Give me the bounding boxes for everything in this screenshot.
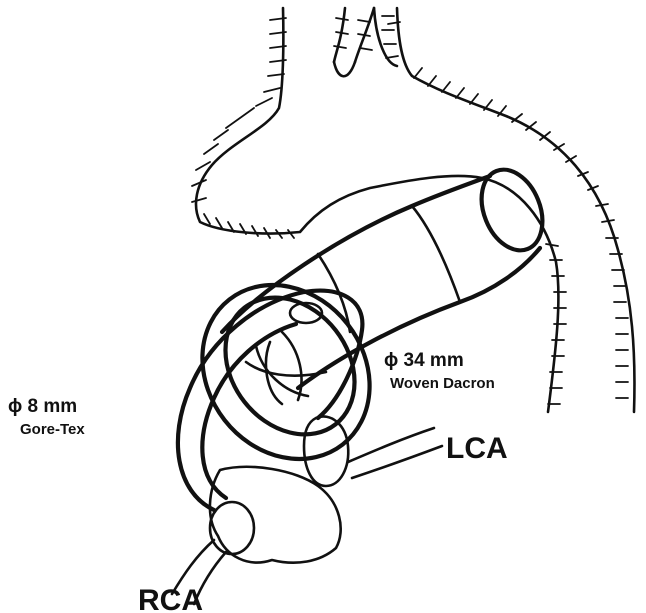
graft-large-material-label: Woven Dacron bbox=[390, 375, 495, 392]
lca-label: LCA bbox=[446, 432, 508, 465]
gore-tex-graft-loop bbox=[178, 291, 363, 510]
graft-small-size-label: ϕ 8 mm bbox=[8, 396, 77, 417]
rca-label: RCA bbox=[138, 584, 203, 613]
goretex-outer-loop bbox=[178, 291, 363, 510]
branch-crotch-left bbox=[334, 62, 355, 76]
lca-button bbox=[304, 416, 348, 486]
graft-small-material-label: Gore-Tex bbox=[20, 421, 85, 438]
rca-button bbox=[210, 502, 254, 554]
graft-large-size-label: ϕ 34 mm bbox=[384, 350, 464, 371]
graft-distal-end bbox=[470, 161, 553, 260]
graft-seam-1 bbox=[412, 206, 460, 302]
lca-vessel bbox=[348, 428, 442, 478]
sinus-outline bbox=[210, 467, 341, 563]
